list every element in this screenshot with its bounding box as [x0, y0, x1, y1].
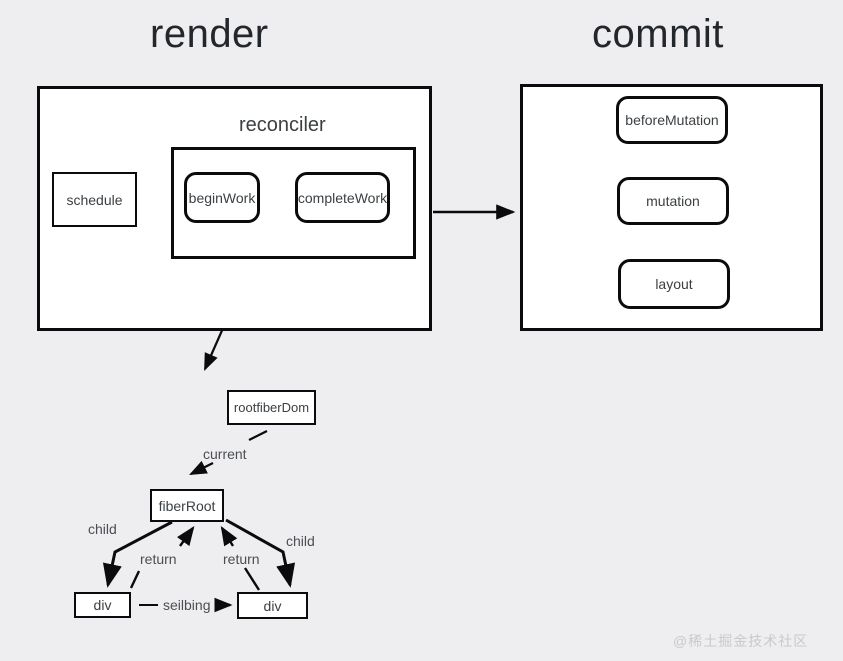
layout-box[interactable]: layout	[618, 259, 730, 309]
edge-label-child-left: child	[88, 521, 117, 537]
edge-label-child-right: child	[286, 533, 315, 549]
edge-label-return-right: return	[223, 551, 260, 567]
before-mutation-box[interactable]: beforeMutation	[616, 96, 728, 144]
section-title-render: render	[150, 12, 269, 56]
edge-label-sibling: seilbing	[163, 597, 211, 613]
arrow-return-right	[220, 525, 261, 591]
complete-work-box[interactable]: completeWork	[295, 172, 390, 223]
fiberroot-box[interactable]: fiberRoot	[150, 489, 224, 522]
arrow-child-left	[102, 520, 173, 588]
rootfiberdom-box[interactable]: rootfiberDom	[227, 390, 316, 425]
div-box-left[interactable]: div	[74, 592, 131, 618]
watermark: @稀土掘金技术社区	[673, 633, 809, 649]
schedule-box[interactable]: schedule	[52, 172, 137, 227]
arrow-return-left	[129, 526, 195, 589]
mutation-box[interactable]: mutation	[617, 177, 729, 225]
arrow-current	[189, 430, 268, 475]
reconciler-label: reconciler	[239, 114, 326, 136]
edge-label-return-left: return	[140, 551, 177, 567]
div-box-right[interactable]: div	[237, 592, 308, 619]
section-title-commit: commit	[592, 12, 724, 56]
arrow-child-right	[225, 518, 296, 588]
edge-label-current: current	[203, 446, 247, 462]
begin-work-box[interactable]: beginWork	[184, 172, 260, 223]
